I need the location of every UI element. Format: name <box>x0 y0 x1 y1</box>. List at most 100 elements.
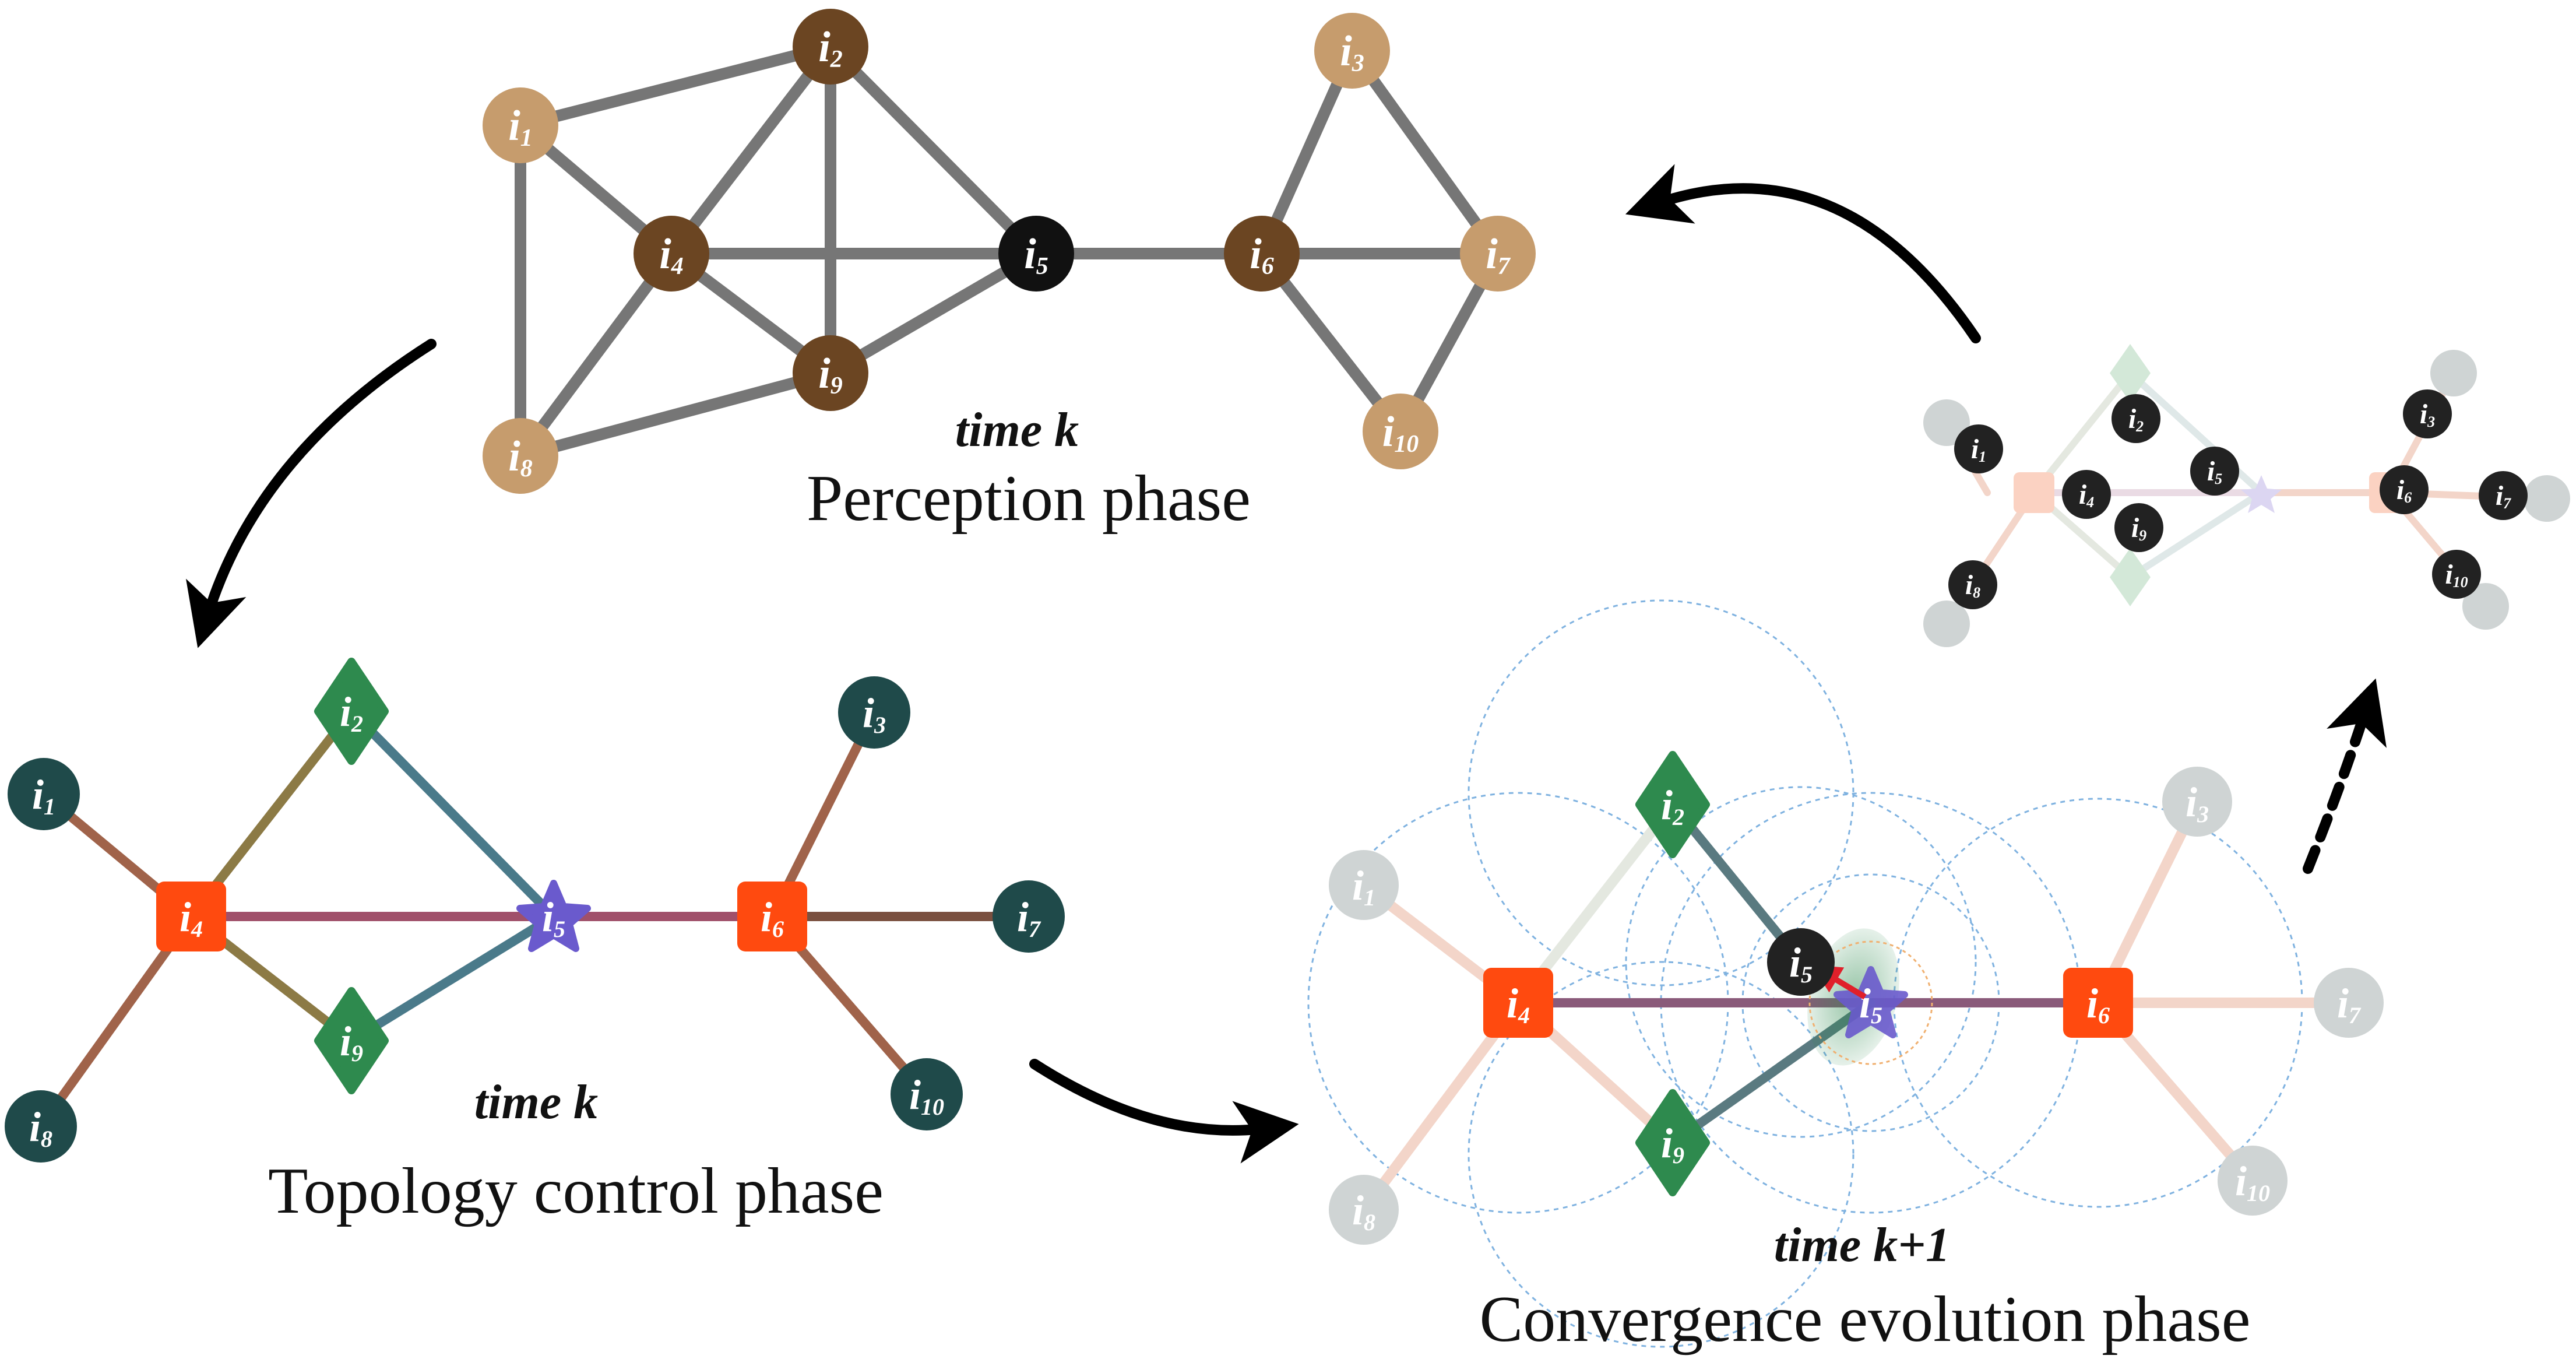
node-i2: i2 <box>1635 751 1710 858</box>
node-i4: i4 <box>2062 470 2111 519</box>
node-i4: i4 <box>634 216 709 292</box>
node-i6: i6 <box>2380 465 2429 514</box>
node-i1: i1 <box>8 758 80 830</box>
node-i9: i9 <box>314 987 389 1094</box>
edge-i2-i4 <box>666 41 836 259</box>
svg-text:i5: i5 <box>542 894 565 942</box>
faded-nodes: i1 i8 i3 i7 i10 <box>1329 767 2384 1245</box>
node-i9: i9 <box>1635 1089 1710 1196</box>
convergence-time-label: time k+1 <box>1774 1218 1950 1272</box>
node-i1: i1 <box>1954 424 2003 473</box>
svg-text:i2: i2 <box>818 23 843 73</box>
node-i10: i10 <box>891 1058 963 1130</box>
node-i3: i3 <box>838 676 910 749</box>
svg-text:i8: i8 <box>1352 1187 1375 1235</box>
edge-i2-i5 <box>347 707 558 921</box>
svg-text:i6: i6 <box>1250 230 1274 280</box>
svg-text:i2: i2 <box>340 689 363 737</box>
feasible-region-outline <box>1808 940 1933 1065</box>
node-i2: i2 <box>793 9 868 85</box>
node-i8: i8 <box>483 418 558 494</box>
svg-text:i10: i10 <box>909 1072 944 1120</box>
svg-text:i2: i2 <box>1661 782 1684 830</box>
perception-phase-label: Perception phase <box>807 462 1251 535</box>
svg-text:i9: i9 <box>1661 1120 1684 1168</box>
result-faded-nodes <box>1923 344 2570 647</box>
svg-text:i3: i3 <box>1340 27 1364 77</box>
edge-i2-i5 <box>825 41 1042 259</box>
svg-text:i7: i7 <box>1017 894 1041 942</box>
node-i9: i9 <box>2114 503 2163 552</box>
svg-text:i7: i7 <box>2337 980 2362 1028</box>
node-i8: i8 <box>1329 1175 1399 1245</box>
node-i10: i10 <box>2432 550 2481 599</box>
convergence-phase-label: Convergence evolution phase <box>1480 1283 2251 1356</box>
svg-text:i10: i10 <box>2445 559 2468 591</box>
svg-text:i8: i8 <box>29 1104 52 1152</box>
svg-text:i2: i2 <box>2128 403 2144 435</box>
svg-text:i6: i6 <box>2086 980 2110 1028</box>
svg-text:i9: i9 <box>340 1018 363 1066</box>
node-i4: i4 <box>1483 968 1553 1038</box>
perception-time-label: time k <box>955 403 1079 457</box>
node-i1: i1 <box>1329 850 1399 920</box>
active-nodes: i4 i6 i2 i9 i5 i5 <box>1483 751 2133 1196</box>
svg-text:i8: i8 <box>1965 570 1980 601</box>
svg-text:i7: i7 <box>1486 230 1511 280</box>
node-i2: i2 <box>314 658 389 765</box>
arrow-perception-to-topology <box>186 339 437 648</box>
topology-time-label: time k <box>474 1075 598 1129</box>
edge-i4-i8 <box>515 248 677 462</box>
node-i7: i7 <box>1460 216 1536 292</box>
node-i6: i6 <box>737 882 807 951</box>
svg-text:i7: i7 <box>2496 480 2511 512</box>
svg-text:i5: i5 <box>1859 980 1882 1028</box>
svg-text:i8: i8 <box>508 433 533 482</box>
node-i3: i3 <box>2403 389 2452 438</box>
svg-text:i1: i1 <box>1352 862 1375 911</box>
svg-text:i1: i1 <box>508 102 533 152</box>
svg-text:i9: i9 <box>2131 512 2146 544</box>
node-i7: i7 <box>993 880 1065 953</box>
result-graph: i1 i2 i3 i4 i5 i6 i7 i8 i9 i10 <box>1923 344 2570 647</box>
node-i1: i1 <box>483 87 558 163</box>
svg-text:i6: i6 <box>761 894 784 942</box>
node-i5: i5 <box>516 880 591 952</box>
node-i5-new: i5 <box>1767 928 1835 996</box>
svg-text:i3: i3 <box>2420 399 2435 430</box>
node-i3: i3 <box>1314 13 1390 89</box>
node-i7: i7 <box>2314 968 2384 1038</box>
svg-text:i10: i10 <box>2235 1158 2270 1206</box>
node-i5: i5 <box>998 216 1074 292</box>
arrow-result-to-perception <box>1625 164 1981 343</box>
svg-text:i1: i1 <box>32 771 55 820</box>
svg-text:i1: i1 <box>1971 434 1986 465</box>
topology-phase-label: Topology control phase <box>268 1155 884 1227</box>
edge-i3-i7 <box>1346 45 1504 259</box>
result-nodes: i1 i2 i3 i4 i5 i6 i7 i8 i9 i10 <box>1948 389 2528 609</box>
node-i5: i5 <box>2190 447 2239 496</box>
node-i7: i7 <box>2479 471 2528 520</box>
edge-i1-i2 <box>515 41 836 131</box>
svg-text:i5: i5 <box>1024 230 1048 280</box>
node-i8: i8 <box>5 1090 77 1163</box>
node-i10: i10 <box>2218 1146 2288 1216</box>
svg-text:i5: i5 <box>2207 456 2222 487</box>
perception-nodes: i1 i2 i3 i4 i5 i6 i7 i8 i9 i10 <box>483 9 1536 494</box>
svg-text:i5: i5 <box>1789 939 1813 988</box>
svg-text:i4: i4 <box>659 230 684 280</box>
perception-graph: i1 i2 i3 i4 i5 i6 i7 i8 i9 i10 time k Pe… <box>483 9 1536 535</box>
node-i4: i4 <box>156 882 226 951</box>
svg-text:i4: i4 <box>2079 479 2094 511</box>
svg-text:i4: i4 <box>180 894 203 942</box>
svg-text:i4: i4 <box>1507 980 1530 1028</box>
edge-i9-i8 <box>515 367 836 462</box>
svg-text:i3: i3 <box>2186 779 2209 827</box>
edge-i9-i5 <box>825 248 1042 379</box>
svg-text:i9: i9 <box>818 350 843 399</box>
node-i3: i3 <box>2162 767 2232 837</box>
arrow-topology-to-convergence <box>1029 1059 1299 1164</box>
topology-graph: i1 i8 i3 i7 i10 i4 i6 i2 i9 i5 time k To… <box>5 658 1065 1227</box>
arrow-convergence-to-result <box>2303 678 2387 874</box>
convergence-graph: i1 i8 i3 i7 i10 i4 i6 i2 i9 i5 i5 time k… <box>1307 599 2384 1356</box>
